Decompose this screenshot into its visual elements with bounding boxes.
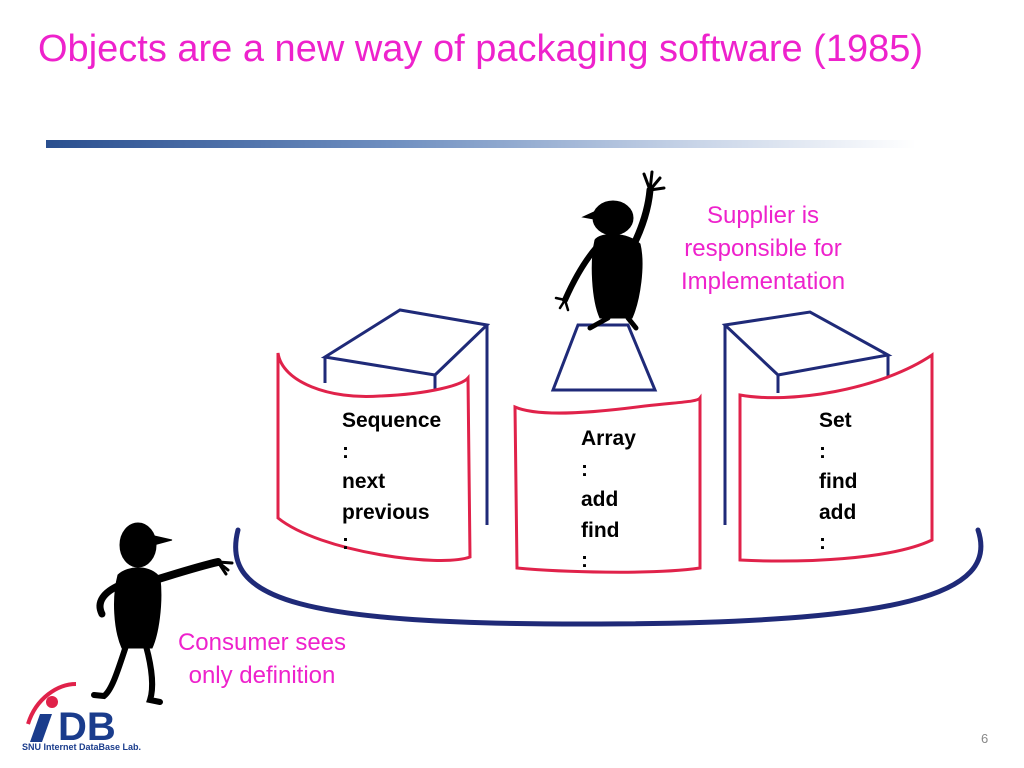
box-line: find <box>819 470 858 493</box>
supplier-figure <box>554 170 666 331</box>
box-line: Sequence <box>342 409 442 432</box>
caption-line: responsible for <box>684 235 842 262</box>
idb-logo: DB <box>26 682 116 749</box>
logo-subtitle: SNU Internet DataBase Lab. <box>22 742 142 752</box>
box-line: : <box>819 439 826 463</box>
box-line: add <box>581 488 619 511</box>
title-divider <box>46 140 916 148</box>
box-line: previous <box>342 500 430 524</box>
caption-line: Implementation <box>680 268 846 295</box>
logo-text: DB <box>58 705 116 749</box>
page-number: 6 <box>981 731 989 746</box>
set-box-front <box>738 352 934 563</box>
array-box-label: Array : add find : <box>581 424 636 577</box>
box-line: : <box>581 549 588 572</box>
consumer-caption: Consumer sees only definition <box>160 626 364 692</box>
sequence-box-label: Sequence : next previous : <box>342 406 441 559</box>
caption-line: only definition <box>188 662 336 689</box>
box-line: next <box>342 470 386 493</box>
array-box-front <box>513 393 702 574</box>
box-line: : <box>342 531 349 554</box>
box-line: : <box>342 439 349 463</box>
box-line: : <box>581 457 588 481</box>
caption-line: Consumer sees <box>177 629 347 656</box>
slide-title: Objects are a new way of packaging softw… <box>38 28 924 70</box>
box-line: : <box>819 531 826 554</box>
set-box-label: Set : find add : <box>819 406 857 559</box>
supplier-caption: Supplier is responsible for Implementati… <box>664 199 862 298</box>
caption-line: Supplier is <box>706 202 820 229</box>
box-line: find <box>581 518 620 542</box>
sequence-box-front <box>276 352 472 562</box>
box-line: Set <box>819 409 852 432</box>
box-line: Array <box>581 427 636 450</box>
box-line: add <box>819 500 857 524</box>
platform-arc <box>233 527 984 627</box>
array-box-back <box>550 323 658 392</box>
consumer-figure <box>91 522 234 705</box>
